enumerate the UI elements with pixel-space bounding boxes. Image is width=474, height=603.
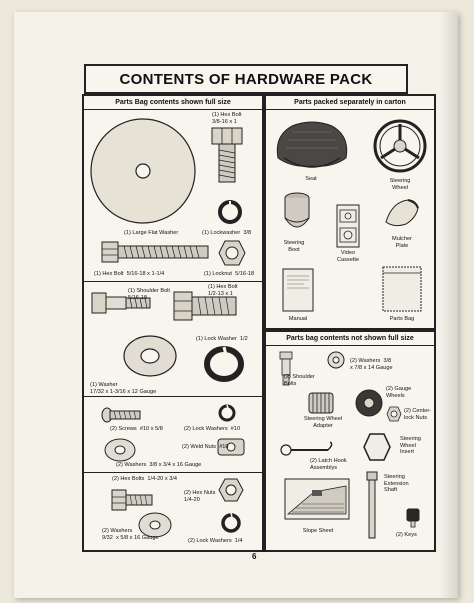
video-cassette-label: Video Cassette	[336, 250, 360, 263]
steering-wheel-adapter-label: Steering Wheel Adapter	[303, 416, 343, 429]
parts-bag-icon	[382, 266, 422, 312]
latch-hook-icon	[280, 441, 333, 456]
lock-washers-10-label: (2) Lock Washers #10	[184, 426, 241, 432]
manual-page: CONTENTS OF HARDWARE PACK Parts Bag cont…	[14, 12, 458, 598]
keys-label: (2) Keys	[396, 532, 417, 538]
hex-nuts-label: (2) Hex Nuts 1/4-20	[184, 490, 216, 503]
washer-16-gauge-icon	[104, 438, 136, 462]
page-number: 6	[252, 552, 257, 561]
gauge-wheels-label: (2) Gauge Wheels	[386, 386, 412, 399]
washers-3-8-label: (2) Washers 3/8 x 7/8 x 14 Gauge	[350, 358, 393, 371]
steering-extension-shaft-icon	[366, 471, 378, 539]
parts-in-carton-header: Parts packed separately in carton	[266, 96, 434, 110]
mulcher-plate-label: Mulcher Plate	[392, 236, 412, 249]
screw-10-icon	[101, 407, 141, 423]
lock-washer-1-2-icon	[204, 346, 244, 382]
video-cassette-icon	[336, 204, 360, 248]
screws-label: (2) Screws #10 x 5/8	[110, 426, 163, 432]
washer-17-32-label: (1) Washer 17/32 x 1-3/16 x 12 Gauge	[90, 382, 157, 395]
lock-washer-1-2-label: (1) Lock Washer 1/2	[196, 336, 248, 342]
hex-bolt-1-2-icon	[173, 291, 237, 321]
steering-boot-label: Steering Boot	[283, 240, 305, 253]
section-divider	[84, 396, 262, 397]
page-title: CONTENTS OF HARDWARE PACK	[84, 64, 408, 94]
gauge-wheel-icon	[355, 389, 383, 417]
lock-washer-10-icon	[218, 404, 236, 422]
lockwasher-3-8-icon	[218, 200, 242, 224]
parts-bag-label: Parts Bag	[389, 316, 415, 322]
steering-boot-icon	[284, 192, 310, 228]
hex-bolt-1-2-label: (1) Hex Bolt 1/2-13 x 1	[208, 284, 238, 297]
parts-bag-full-size-panel: Parts Bag contents shown full size (1) H…	[82, 94, 264, 552]
slope-sheet-icon	[284, 478, 350, 520]
washers-9-32-label: (2) Washers 9/32 x 5/8 x 16 Gauge	[102, 528, 159, 541]
locknut-label: (1) Locknut 5/16-18	[204, 271, 255, 277]
hex-bolt-3-8-icon	[211, 127, 243, 183]
parts-bag-not-full-size-panel: Parts bag contents not shown full size (…	[264, 330, 436, 552]
hex-nut-1-4-icon	[218, 478, 244, 502]
large-flat-washer-label: (1) Large Flat Washer	[124, 230, 179, 236]
hex-bolt-long-label: (1) Hex Bolt 5/16-18 x 1-1/4	[94, 271, 165, 277]
parts-in-carton-panel: Parts packed separately in carton Seat S…	[264, 94, 436, 330]
lock-washer-1-4-icon	[221, 512, 241, 533]
hex-bolt-1-4-icon	[111, 489, 153, 511]
section-divider	[84, 472, 262, 473]
parts-bag-not-full-size-header: Parts bag contents not shown full size	[266, 332, 434, 346]
section-divider	[84, 281, 262, 282]
page-spine-shadow	[440, 12, 458, 598]
steering-wheel-icon	[373, 119, 427, 173]
washer-3-8-icon	[327, 351, 345, 369]
hex-bolts-1-4-label: (2) Hex Bolts 1/4-20 x 3/4	[112, 476, 177, 482]
large-flat-washer-icon	[90, 118, 196, 224]
lockwasher-3-8-label: (1) Lockwasher 3/8	[202, 230, 252, 236]
hex-bolt-3-8-label: (1) Hex Bolt 3/8-16 x 1	[212, 112, 242, 125]
washer-9-32-icon	[138, 512, 172, 538]
shoulder-bolt-label: (1) Shoulder Bolt 5/16-18	[128, 288, 170, 301]
center-lock-nut-icon	[386, 406, 402, 422]
latch-hook-label: (2) Latch Hook Assemblys	[310, 458, 347, 471]
washer-17-32-icon	[123, 335, 177, 377]
steering-wheel-adapter-icon	[308, 392, 334, 414]
steering-wheel-label: Steering Wheel	[389, 178, 411, 191]
parts-bag-full-size-header: Parts Bag contents shown full size	[84, 96, 262, 110]
shoulder-bolt-icon	[91, 292, 151, 314]
keys-icon	[406, 508, 420, 528]
mulcher-plate-icon	[385, 199, 419, 227]
lock-washers-1-4-label: (2) Lock Washers 1/4	[188, 538, 243, 544]
weld-nuts-label: (2) Weld Nuts #10	[182, 444, 229, 450]
weld-nut-icon	[217, 438, 245, 456]
washers-16-gauge-label: (2) Washers 3/8 x 3/4 x 16 Gauge	[116, 462, 202, 468]
manual-icon	[282, 268, 314, 312]
locknut-icon	[218, 240, 246, 266]
steering-extension-shaft-label: Steering Extension Shaft	[384, 474, 409, 494]
slope-sheet-label: Slope Sheet	[302, 528, 334, 534]
steering-wheel-insert-label: Steering Wheel Insert	[400, 436, 421, 456]
seat-label: Seat	[305, 176, 317, 182]
shoulder-bolts-label: (2) Shoulder Bolts	[284, 374, 315, 387]
manual-label: Manual	[288, 316, 308, 322]
hex-bolt-long-icon	[101, 241, 209, 263]
shoulder-bolt-small-icon	[279, 351, 293, 386]
center-lock-nuts-label: (2) Center- lock Nuts	[404, 408, 432, 421]
steering-wheel-insert-icon	[363, 433, 391, 461]
seat-icon	[276, 121, 348, 168]
